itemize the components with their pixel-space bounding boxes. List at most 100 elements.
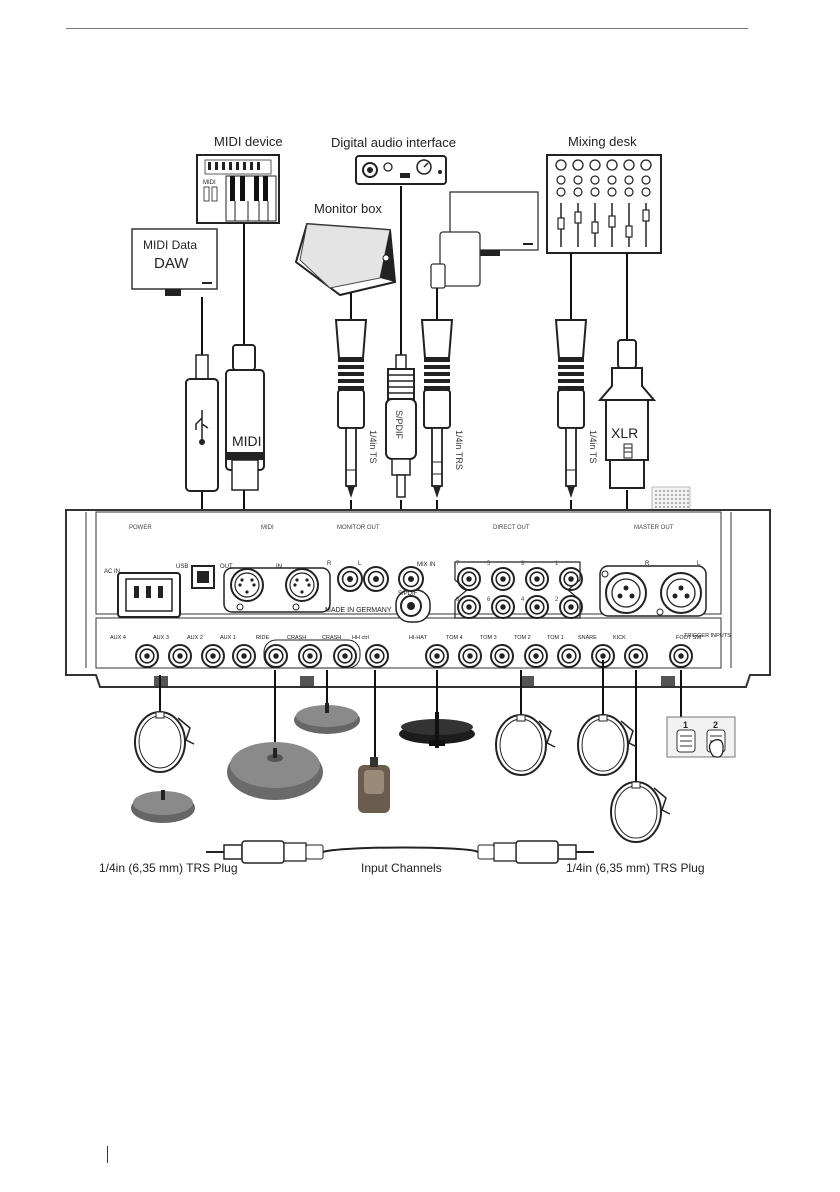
usb-plug-icon	[185, 354, 219, 492]
monitor-l-label: L	[358, 561, 362, 567]
master-r-label: R	[645, 561, 650, 567]
spdif-plug-label: S/PDIF	[394, 410, 404, 440]
trigger-input-label: TOM 2	[514, 635, 531, 641]
trigger-input-label: AUX 3	[153, 635, 169, 641]
trs-plug-label: 1/4in TRS	[454, 430, 464, 470]
svg-text:MIDI: MIDI	[203, 180, 216, 186]
trigger-input-label: TOM 1	[547, 635, 564, 641]
master-out-xlr-icons	[599, 565, 707, 617]
direct-out-6: 6	[487, 597, 491, 603]
hihat-cymbal-icon	[399, 712, 475, 748]
trigger-input-jack	[524, 644, 548, 668]
trs-plug-right-label: 1/4in (6,35 mm) TRS Plug	[566, 861, 705, 875]
foot-switch-icon	[666, 716, 736, 758]
trs-plug-icon	[420, 319, 454, 498]
trigger-input-jack	[624, 644, 648, 668]
ts-plug-monitor-label: 1/4in TS	[368, 430, 378, 463]
direct-out-jack-top	[491, 567, 515, 591]
xlr-plug-icon	[597, 339, 657, 489]
midi-ports-icon	[223, 567, 331, 613]
audio-interface-icon	[355, 155, 447, 185]
drum-pad-icon	[577, 714, 638, 776]
drum-pad-icon	[134, 711, 195, 773]
direct-out-1: 1	[555, 561, 559, 567]
mix-in-label: MIX IN	[417, 562, 435, 568]
trigger-input-jack	[135, 644, 159, 668]
daw-label-line2: DAW	[154, 255, 189, 272]
ts-plug-monitor-icon	[334, 319, 368, 498]
monitor-box-label: Monitor box	[314, 201, 382, 216]
drum-pad-icon	[495, 714, 556, 776]
direct-out-jack-top	[457, 567, 481, 591]
ride-cymbal-icon	[227, 742, 323, 800]
trigger-input-label: TRIGGER INPUTS	[684, 633, 731, 639]
direct-out-5: 5	[487, 561, 491, 567]
section-master-out: MASTER OUT	[634, 525, 674, 531]
monitor-out-r-jack	[337, 566, 363, 592]
cymbal-input-plate	[263, 639, 361, 669]
trigger-input-label: TOM 4	[446, 635, 463, 641]
foot-switch-1: 1	[683, 720, 688, 730]
trigger-input-jack	[490, 644, 514, 668]
section-monitor-out: MONITOR OUT	[337, 525, 380, 531]
midi-out-label: OUT	[220, 564, 233, 570]
page-marker	[107, 1146, 108, 1163]
usb-port-label: USB	[176, 564, 188, 570]
trigger-input-jack	[557, 644, 581, 668]
trigger-input-label: KICK	[613, 635, 626, 641]
direct-out-jack-top	[559, 567, 583, 591]
direct-out-jack-bottom	[457, 595, 481, 619]
spdif-plug-icon	[385, 354, 417, 498]
ts-plug-mixer-label: 1/4in TS	[588, 430, 598, 463]
direct-out-jack-bottom	[525, 595, 549, 619]
daw-monitor-icon	[131, 228, 218, 296]
direct-out-plate	[454, 561, 581, 619]
trigger-input-jack	[591, 644, 615, 668]
trigger-input-label: TOM 3	[480, 635, 497, 641]
vent-grille-icon	[651, 486, 691, 512]
midi-in-label: IN	[276, 564, 282, 570]
input-channels-label: Input Channels	[361, 861, 442, 875]
mixing-desk-icon	[546, 154, 662, 254]
trigger-input-jack	[168, 644, 192, 668]
trigger-input-jack	[232, 644, 256, 668]
trigger-cables	[159, 660, 682, 786]
trigger-input-jack	[425, 644, 449, 668]
section-power: POWER	[129, 525, 152, 531]
hihat-controller-icon	[358, 757, 390, 813]
trs-cable-icon	[206, 840, 594, 864]
spdif-jack-label: S/PDIF	[398, 591, 418, 597]
spdif-jack-icon	[395, 589, 431, 623]
trs-plug-left-label: 1/4in (6,35 mm) TRS Plug	[99, 861, 238, 875]
audio-interface-label: Digital audio interface	[331, 135, 456, 150]
monitor-r-label: R	[327, 561, 332, 567]
monitor-out-l-jack	[363, 566, 389, 592]
xlr-plug-label: XLR	[611, 425, 638, 441]
trigger-input-label: HI-HAT	[409, 635, 428, 641]
trigger-input-label: RIDE	[256, 635, 269, 641]
trigger-input-jack	[333, 644, 357, 668]
trigger-input-jack	[458, 644, 482, 668]
midi-plug-label: MIDI	[232, 433, 262, 449]
direct-out-8: 8	[456, 597, 460, 603]
drum-pad-icon	[610, 781, 671, 843]
monitor-box-icon	[294, 222, 397, 297]
mixing-desk-label: Mixing desk	[568, 134, 637, 149]
foot-switch-2: 2	[713, 720, 718, 730]
trigger-input-jack	[365, 644, 389, 668]
mix-in-jack	[398, 566, 424, 592]
header-rule	[66, 28, 748, 29]
trigger-input-label: CRASH	[322, 635, 341, 641]
trigger-input-label: CRASH	[287, 635, 306, 641]
direct-out-jack-bottom	[491, 595, 515, 619]
trigger-input-jack	[298, 644, 322, 668]
midi-device-icon: MIDI	[196, 154, 280, 224]
midi-plug-icon	[225, 344, 265, 491]
direct-out-3: 3	[521, 561, 525, 567]
direct-out-2: 2	[555, 597, 559, 603]
daw-label-line1: MIDI Data	[143, 238, 197, 252]
midi-device-label: MIDI device	[214, 134, 283, 149]
trigger-input-label: AUX 4	[110, 635, 126, 641]
direct-out-jack-top	[525, 567, 549, 591]
